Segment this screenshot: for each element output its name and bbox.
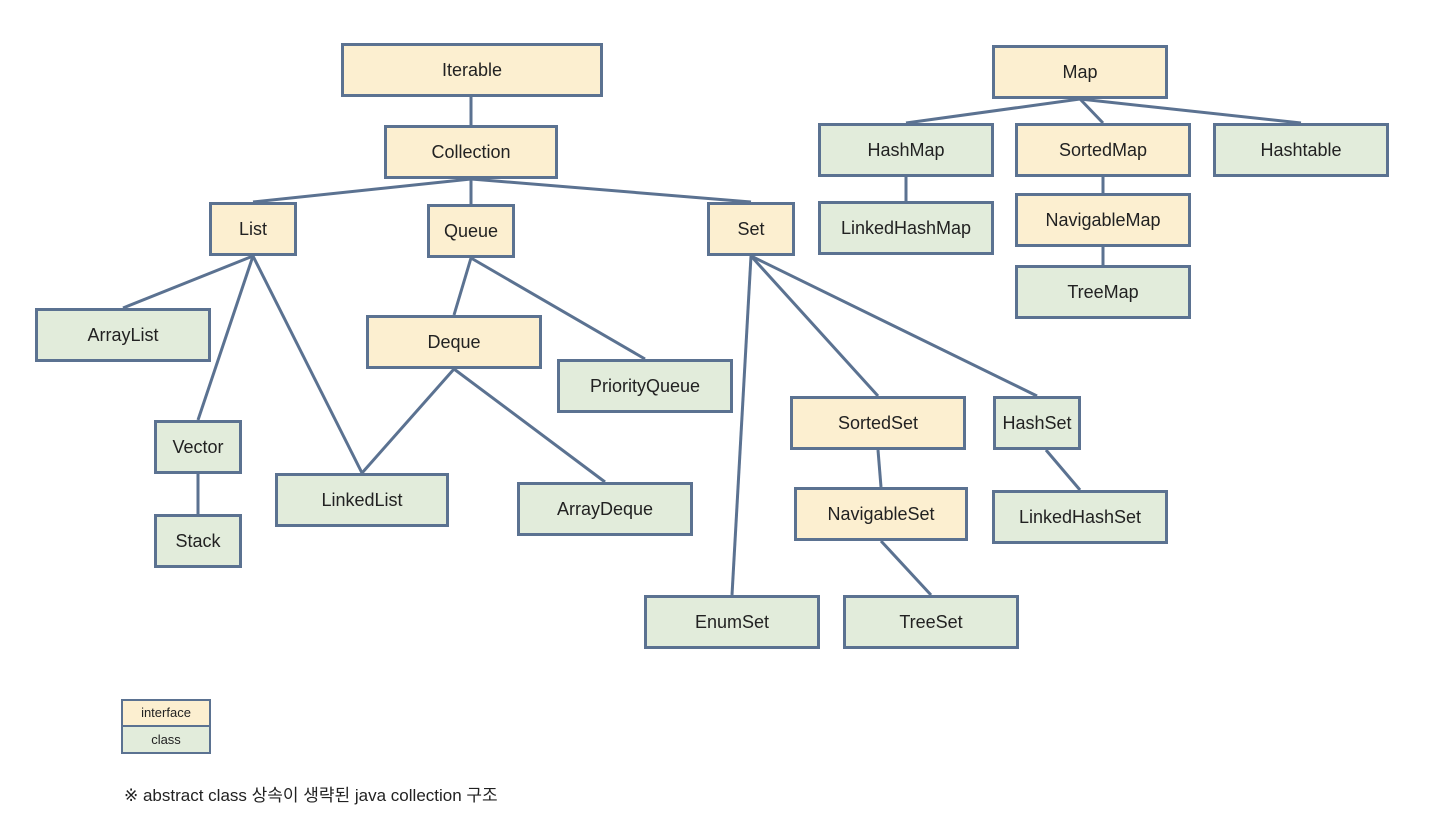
node-hashset: HashSet — [993, 396, 1081, 450]
edge-deque-linkedlist — [360, 368, 456, 474]
edge-map-hashtable — [1079, 97, 1302, 125]
node-iterable: Iterable — [341, 43, 603, 97]
node-treemap: TreeMap — [1015, 265, 1191, 319]
node-priorityqueue: PriorityQueue — [557, 359, 733, 413]
node-collection: Collection — [384, 125, 558, 179]
node-stack: Stack — [154, 514, 242, 568]
node-vector: Vector — [154, 420, 242, 474]
node-sortedset: SortedSet — [790, 396, 966, 450]
legend: interface class — [121, 699, 211, 754]
edge-list-vector — [196, 255, 255, 421]
edge-collection-set — [470, 177, 752, 204]
node-linkedhashset: LinkedHashSet — [992, 490, 1168, 544]
edge-set-sortedset — [749, 254, 880, 398]
node-arraydeque: ArrayDeque — [517, 482, 693, 536]
legend-interface: interface — [123, 701, 209, 727]
legend-class: class — [123, 726, 209, 752]
node-hashmap: HashMap — [818, 123, 994, 177]
edge-queue-priorityqueue — [470, 256, 646, 361]
edge-hashset-linkedhashset — [1044, 449, 1082, 491]
edge-map-sortedmap — [1078, 97, 1105, 125]
node-set: Set — [707, 202, 795, 256]
node-sortedmap: SortedMap — [1015, 123, 1191, 177]
edge-list-arraylist — [122, 254, 254, 310]
node-deque: Deque — [366, 315, 542, 369]
node-list: List — [209, 202, 297, 256]
edge-sortedset-navigableset — [876, 449, 883, 488]
node-arraylist: ArrayList — [35, 308, 211, 362]
edge-set-hashset — [750, 254, 1038, 398]
edge-map-hashmap — [905, 97, 1081, 125]
node-treeset: TreeSet — [843, 595, 1019, 649]
node-navigablemap: NavigableMap — [1015, 193, 1191, 247]
edge-deque-arraydeque — [453, 367, 606, 484]
footnote: ※ abstract class 상속이 생략된 java collection… — [124, 786, 498, 805]
edge-set-enumset — [730, 255, 753, 596]
node-linkedlist: LinkedList — [275, 473, 449, 527]
node-map: Map — [992, 45, 1168, 99]
node-enumset: EnumSet — [644, 595, 820, 649]
node-hashtable: Hashtable — [1213, 123, 1389, 177]
node-navigableset: NavigableSet — [794, 487, 968, 541]
node-queue: Queue — [427, 204, 515, 258]
edge-collection-list — [252, 177, 472, 204]
edge-navigableset-treeset — [879, 539, 933, 597]
edge-queue-deque — [452, 257, 473, 316]
edge-list-linkedlist — [251, 255, 364, 474]
node-linkedhashmap: LinkedHashMap — [818, 201, 994, 255]
